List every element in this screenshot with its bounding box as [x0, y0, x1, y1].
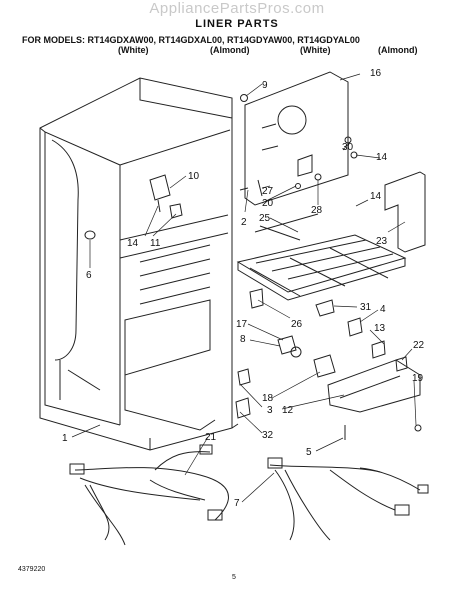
page-title: LINER PARTS [195, 18, 279, 30]
callout-25: 25 [259, 213, 271, 224]
callout-12: 12 [282, 405, 294, 416]
shroud-drawing [384, 171, 426, 253]
variant-label-3: (White) [300, 45, 331, 55]
callout-27: 27 [262, 186, 274, 197]
callout-3: 3 [267, 405, 273, 416]
liner-drawing [39, 77, 239, 451]
callout-23: 23 [376, 236, 388, 247]
callout-7: 7 [234, 498, 240, 509]
harness-left-drawing [69, 444, 229, 546]
models-line: FOR MODELS: RT14GDXAW00, RT14GDXAL00, RT… [22, 35, 360, 45]
variant-label-1: (White) [118, 45, 149, 55]
callout-14-mid: 14 [370, 191, 382, 202]
callout-11: 11 [150, 238, 161, 249]
callout-30: 30 [342, 142, 354, 153]
small-parts-drawing [235, 288, 422, 440]
callout-6: 6 [86, 270, 92, 281]
callout-1: 1 [62, 433, 68, 444]
callout-14-left: 14 [127, 238, 139, 249]
callout-2: 2 [241, 217, 247, 228]
callout-26: 26 [291, 319, 303, 330]
tray-drawing [236, 213, 407, 301]
callout-10: 10 [188, 171, 200, 182]
callout-5: 5 [306, 447, 312, 458]
page-number: 5 [232, 574, 236, 581]
variant-label-2: (Almond) [210, 45, 250, 55]
callout-17: 17 [236, 319, 248, 330]
variant-label-4: (Almond) [378, 45, 418, 55]
footer-code: 4379220 [18, 566, 46, 573]
callout-18: 18 [262, 393, 274, 404]
callout-13: 13 [374, 323, 386, 334]
callout-9: 9 [262, 80, 268, 91]
callout-14-top: 14 [376, 152, 388, 163]
callout-22: 22 [413, 340, 425, 351]
leader-lines [71, 73, 417, 503]
callout-31: 31 [360, 302, 372, 313]
callout-32: 32 [262, 430, 274, 441]
back-panel-drawing [239, 71, 358, 206]
callout-16: 16 [370, 68, 382, 79]
callout-4: 4 [380, 304, 386, 315]
callout-28: 28 [311, 205, 323, 216]
callout-21: 21 [205, 432, 217, 443]
callout-8: 8 [240, 334, 246, 345]
callout-20: 20 [262, 198, 274, 209]
callout-19: 19 [412, 373, 424, 384]
watermark: AppliancePartsPros.com [149, 0, 325, 17]
callout-labels: 16 9 30 14 10 27 20 28 14 2 25 23 14 11 … [62, 68, 425, 509]
harness-right-drawing [267, 457, 429, 541]
